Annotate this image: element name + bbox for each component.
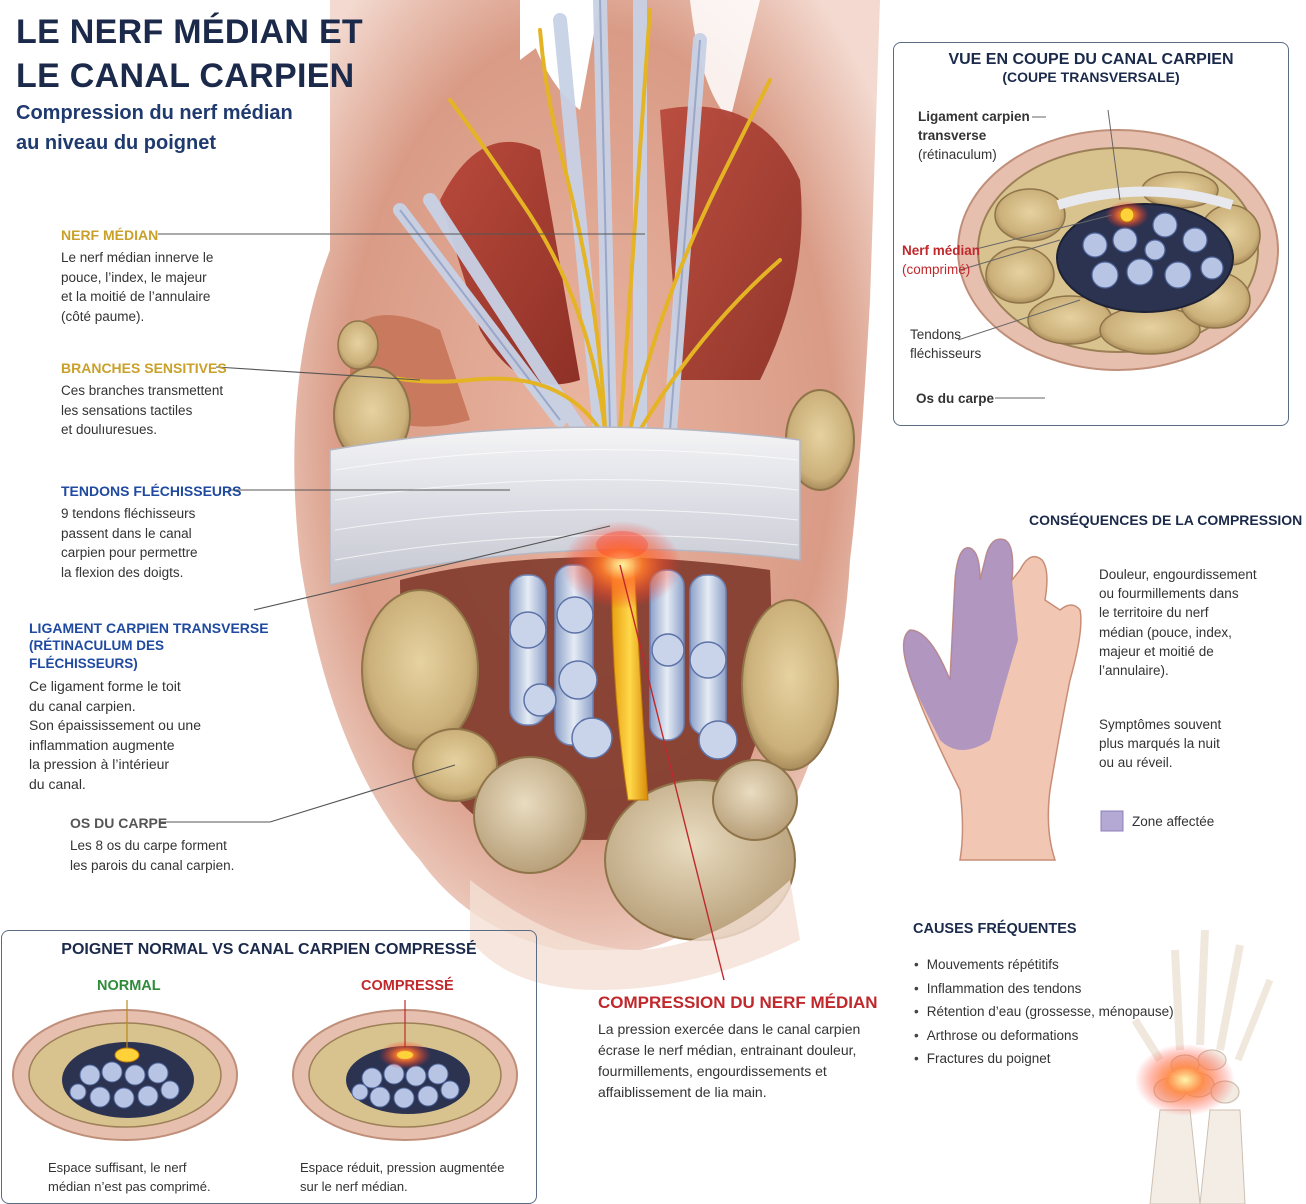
- comparison-title: POIGNET NORMAL VS CANAL CARPIEN COMPRESS…: [61, 941, 477, 958]
- text-line: la pression à l’intérieur: [29, 756, 170, 772]
- text-line: du canal carpien.: [29, 697, 136, 714]
- text-line: le territoire du nerf: [1099, 605, 1209, 621]
- text-line: et doulıuresues.: [61, 422, 158, 437]
- title-line-1: LE NERF MÉDIAN ET: [16, 13, 363, 51]
- text-line: pouce, l’index, le majeur: [61, 269, 207, 285]
- text-line: plus marqués la nuit: [1099, 736, 1220, 751]
- consequences-title: CONSÉQUENCES DE LA COMPRESSION: [1029, 512, 1303, 528]
- text-line: Son épaississement ou une: [29, 717, 201, 733]
- cross-label-os: Os du carpe: [916, 391, 995, 406]
- text-line: Ces branches transmettent: [61, 383, 224, 398]
- callout-ligament-text: Ce ligament forme le toit du canal carpi…: [29, 677, 269, 794]
- text-line: la flexion des doigts.: [61, 564, 184, 580]
- cross-label-ligament: Ligament carpien transverse (rétinaculum…: [918, 107, 1030, 164]
- text-line: Douleur, engourdissement: [1099, 567, 1257, 582]
- cross-section-panel: VUE EN COUPE DU CANAL CARPIEN (COUPE TRA…: [893, 42, 1289, 426]
- list-item: Rétention d’eau (grossesse, ménopause): [914, 1000, 1174, 1024]
- text-line: majeur et moitié de: [1099, 643, 1214, 659]
- text-line: Ligament carpien: [918, 109, 1030, 124]
- text-line: fléchisseurs: [910, 346, 982, 361]
- callout-os-carpe: OS DU CARPE Les 8 os du carpe forment le…: [70, 814, 270, 875]
- causes-title: CAUSES FRÉQUENTES: [913, 921, 1077, 937]
- callout-nerf-median-title: NERF MÉDIAN: [61, 227, 159, 243]
- cross-section-illustration: [957, 109, 1279, 399]
- text-line: ou fourmillements dans: [1099, 586, 1239, 602]
- text-line: les parois du canal carpien.: [70, 857, 235, 873]
- callout-nerf-median-text: Le nerf médian innerve le pouce, l’index…: [61, 248, 261, 326]
- text-line: médian n’est pas comprimé.: [48, 1179, 211, 1194]
- subtitle-line-1: Compression du nerf médian: [16, 102, 293, 124]
- text-line: Espace réduit, pression augmentée: [300, 1160, 505, 1175]
- compressed-label: COMPRESSÉ: [361, 978, 454, 994]
- text-line: ou au réveil.: [1099, 755, 1173, 770]
- cross-label-tendons: Tendons fléchisseurs: [910, 325, 981, 363]
- callout-tendons-title: TENDONS FLÉCHISSEURS: [61, 483, 242, 499]
- text-line: Symptômes souvent: [1099, 717, 1222, 732]
- affected-hand-illustration: [902, 538, 1124, 861]
- normal-cross-section: [12, 1000, 238, 1141]
- callout-tendons: TENDONS FLÉCHISSEURS 9 tendons fléchisse…: [61, 482, 261, 582]
- text-line: Ce ligament forme le toit: [29, 678, 181, 694]
- text-line: les sensations tactiles: [61, 402, 193, 418]
- callout-os-text: Les 8 os du carpe forment les parois du …: [70, 836, 270, 875]
- compressed-cross-section: [292, 1000, 518, 1141]
- callout-tendons-text: 9 tendons fléchisseurs passent dans le c…: [61, 504, 261, 582]
- text-line: écrase le nerf médian, entrainant douleu…: [598, 1042, 857, 1058]
- callout-branches: BRANCHES SENSITIVES Ces branches transme…: [61, 359, 261, 440]
- text-line: passent dans le canal: [61, 525, 192, 541]
- legend-affected-zone: Zone affectée: [1132, 814, 1215, 829]
- callout-branches-text: Ces branches transmettent les sensations…: [61, 381, 261, 440]
- text-line: sur le nerf médian.: [300, 1179, 408, 1194]
- text-line: (rétinaculum): [918, 147, 997, 162]
- text-line: inflammation augmente: [29, 736, 175, 753]
- callout-branches-title: BRANCHES SENSITIVES: [61, 360, 227, 376]
- text-line: transverse: [918, 128, 987, 143]
- consequences-para-2: Symptômes souvent plus marqués la nuit o…: [1099, 715, 1289, 772]
- text-line: l’annulaire).: [1099, 663, 1169, 679]
- list-item: Fractures du poignet: [914, 1047, 1174, 1071]
- callout-ligament-title-2: (RÉTINACULUM DES FLÉCHISSEURS): [29, 638, 164, 671]
- callout-nerf-median: NERF MÉDIAN Le nerf médian innerve le po…: [61, 226, 261, 326]
- cross-label-nerf: Nerf médian (comprimé): [902, 241, 980, 279]
- callout-ligament-title-1: LIGAMENT CARPIEN TRANSVERSE: [29, 620, 269, 636]
- cross-section-title: VUE EN COUPE DU CANAL CARPIEN: [948, 51, 1234, 68]
- consequences-para-1: Douleur, engourdissement ou fourmillemen…: [1099, 565, 1289, 680]
- list-item: Inflammation des tendons: [914, 977, 1174, 1001]
- cross-section-subtitle: (COUPE TRANSVERSALE): [1002, 69, 1180, 85]
- normal-caption: Espace suffisant, le nerf médian n’est p…: [48, 1158, 211, 1196]
- text-line: et la moitié de l’annulaire: [61, 289, 211, 304]
- title-line-2: LE CANAL CARPIEN: [16, 57, 355, 95]
- callout-compression: COMPRESSION DU NERF MÉDIAN La pression e…: [598, 992, 888, 1103]
- text-line: Les 8 os du carpe forment: [70, 838, 227, 853]
- normal-label: NORMAL: [97, 978, 161, 994]
- text-line: Nerf médian: [902, 243, 981, 258]
- subtitle-line-2: au niveau du poignet: [16, 132, 217, 154]
- text-line: (côté paume).: [61, 308, 145, 324]
- text-line: (comprimé): [902, 262, 971, 277]
- text-line: du canal.: [29, 775, 86, 792]
- compressed-caption: Espace réduit, pression augmentée sur le…: [300, 1158, 505, 1196]
- list-item: Arthrose ou deformations: [914, 1024, 1174, 1048]
- text-line: La pression exercée dans le canal carpie…: [598, 1021, 861, 1037]
- callout-os-title: OS DU CARPE: [70, 815, 168, 831]
- callout-ligament: LIGAMENT CARPIEN TRANSVERSE (RÉTINACULUM…: [29, 619, 269, 794]
- list-item: Mouvements répétitifs: [914, 953, 1174, 977]
- callout-compression-text: La pression exercée dans le canal carpie…: [598, 1019, 888, 1103]
- text-line: Le nerf médian innerve le: [61, 250, 214, 265]
- text-line: carpien pour permettre: [61, 545, 198, 560]
- callout-compression-title: COMPRESSION DU NERF MÉDIAN: [598, 993, 878, 1012]
- text-line: fourmillements, engourdissements et: [598, 1063, 827, 1079]
- text-line: affaiblissement de lia main.: [598, 1084, 767, 1100]
- text-line: médian (pouce, index,: [1099, 624, 1232, 640]
- wrist-skeleton-illustration: [1131, 929, 1274, 1204]
- page-title: LE NERF MÉDIAN ET LE CANAL CARPIEN: [16, 10, 363, 98]
- causes-list: Mouvements répétitifs Inflammation des t…: [914, 953, 1174, 1071]
- text-line: Tendons: [910, 327, 962, 342]
- text-line: Espace suffisant, le nerf: [48, 1160, 187, 1175]
- text-line: 9 tendons fléchisseurs: [61, 506, 196, 521]
- page-subtitle: Compression du nerf médian au niveau du …: [16, 98, 293, 158]
